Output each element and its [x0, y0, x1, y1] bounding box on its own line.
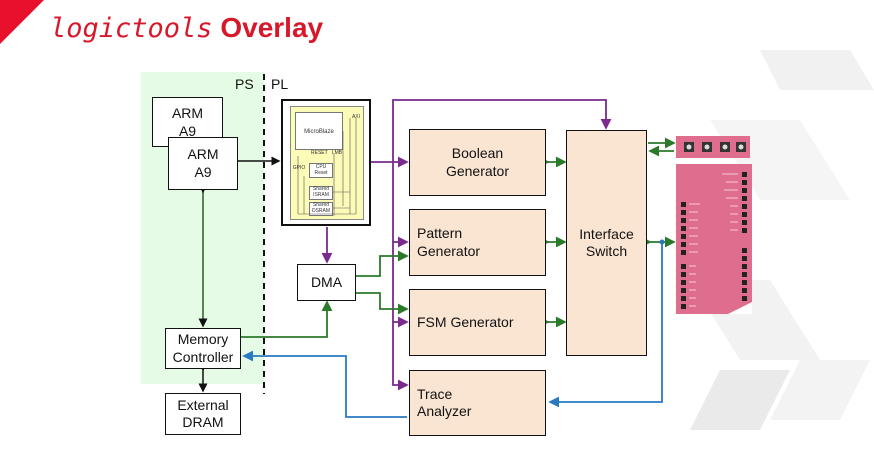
title-bold-part: Overlay	[220, 12, 324, 43]
microblaze-axi-label: AXI	[351, 114, 361, 120]
cpu-reset-label: CPU Reset	[314, 164, 328, 176]
external-dram-block: External DRAM	[165, 393, 241, 435]
boolean-generator-block: Boolean Generator	[409, 129, 546, 196]
microblaze-reset-label: RESET	[311, 150, 328, 156]
pattern-generator-label: Pattern Generator	[417, 225, 481, 259]
arm-a9-core-front: ARM A9	[168, 137, 238, 190]
trace-analyzer-block: Trace Analyzer	[409, 370, 546, 436]
memory-controller-block: Memory Controller	[165, 328, 241, 369]
arduino-shield-board	[676, 164, 752, 314]
shared-dsram-box	[309, 202, 333, 216]
ps-label: PS	[235, 76, 254, 92]
external-dram-label: External DRAM	[177, 396, 229, 431]
arm-a9-back-label: ARM A9	[171, 105, 204, 139]
pattern-generator-block: Pattern Generator	[409, 209, 546, 276]
memory-controller-label: Memory Controller	[172, 331, 234, 365]
shared-isram-label: Shared ISRAM	[312, 186, 330, 198]
button-strip-board	[676, 136, 750, 158]
dma-label: DMA	[310, 273, 343, 290]
fsm-generator-block: FSM Generator	[409, 289, 546, 356]
shared-dsram-label: Shared DSRAM	[311, 202, 331, 214]
interface-switch-block: Interface Switch	[566, 130, 647, 356]
arduino-header-pins	[681, 172, 752, 314]
interface-switch-label: Interface Switch	[579, 225, 634, 260]
page-title: logictools Overlay	[50, 12, 323, 44]
trace-analyzer-label: Trace Analyzer	[417, 385, 472, 420]
microblaze-lmb-label: LMB	[331, 150, 343, 156]
microblaze-title: MicroBlaze	[304, 129, 334, 135]
cpu-reset-box	[309, 163, 333, 178]
corner-accent	[0, 0, 44, 44]
boolean-generator-label: Boolean Generator	[445, 145, 510, 179]
dma-block: DMA	[297, 264, 356, 301]
microblaze-core-box	[295, 112, 343, 150]
microblaze-internal-wiring	[297, 118, 357, 216]
microblaze-gpio-label: GPIO	[292, 165, 306, 171]
title-mono-part: logictools	[50, 13, 213, 44]
pl-label: PL	[271, 76, 289, 92]
board-button-icons	[684, 142, 746, 152]
arm-a9-front-label: ARM A9	[187, 146, 219, 180]
fsm-generator-label: FSM Generator	[417, 313, 514, 330]
shared-isram-box	[309, 186, 333, 200]
